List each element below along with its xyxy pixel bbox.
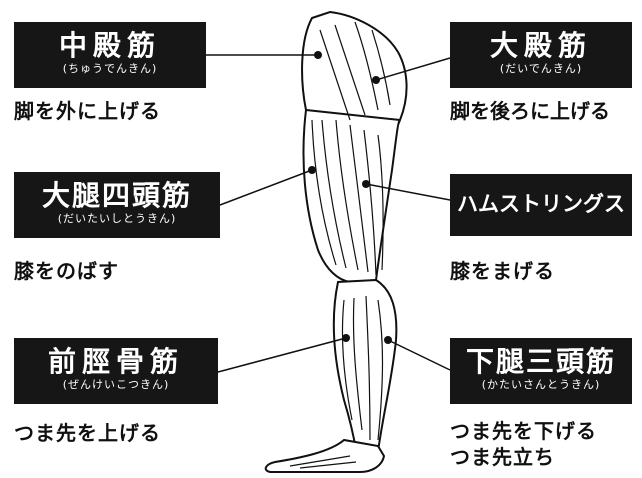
label-box-hamstrings: ハムストリングス — [450, 174, 632, 236]
muscle-reading-daitaishitoukin: (だいたいしとうきん) — [57, 212, 177, 225]
action-kataisantoukin: つま先を下げる つま先立ち — [450, 418, 597, 470]
action-text: 脚を後ろに上げる — [450, 99, 610, 123]
leader-line-zenkeikotsukin — [217, 337, 347, 373]
action-text: つま先を上げる — [14, 421, 161, 445]
muscle-reading-zenkeikotsukin: (ぜんけいこつきん) — [62, 378, 170, 391]
muscle-reading-daidenkin: (だいでんきん) — [499, 62, 583, 75]
action-text: つま先を下げる — [450, 419, 597, 443]
label-box-chudenkin: 中殿筋 (ちゅうでんきん) — [14, 22, 206, 88]
muscle-name-chudenkin: 中殿筋 — [58, 29, 161, 62]
leader-line-hamstrings — [365, 183, 451, 201]
muscle-reading-kataisantoukin: (かたいさんとうきん) — [481, 378, 601, 391]
leader-line-kataisantoukin — [387, 339, 451, 371]
action-text: 膝をのばす — [14, 259, 119, 283]
label-box-zenkeikotsukin: 前脛骨筋 (ぜんけいこつきん) — [14, 338, 218, 404]
muscle-reading-chudenkin: (ちゅうでんきん) — [62, 62, 158, 75]
action-text: 脚を外に上げる — [14, 99, 161, 123]
muscle-name-daidenkin: 大殿筋 — [489, 29, 592, 62]
label-box-kataisantoukin: 下腿三頭筋 (かたいさんとうきん) — [450, 338, 632, 404]
label-box-daidenkin: 大殿筋 (だいでんきん) — [450, 22, 632, 88]
label-box-daitaishitoukin: 大腿四頭筋 (だいたいしとうきん) — [14, 172, 220, 238]
foot — [264, 438, 386, 473]
action-daitaishitoukin: 膝をのばす — [14, 258, 119, 284]
muscle-name-daitaishitoukin: 大腿四頭筋 — [41, 179, 192, 212]
muscle-name-zenkeikotsukin: 前脛骨筋 — [47, 345, 184, 378]
action-hamstrings: 膝をまげる — [450, 258, 555, 284]
action-chudenkin: 脚を外に上げる — [14, 98, 161, 124]
leader-line-daidenkin — [375, 57, 451, 81]
muscle-name-hamstrings: ハムストリングス — [457, 192, 625, 216]
action-text: つま先立ち — [450, 445, 555, 469]
muscle-name-kataisantoukin: 下腿三頭筋 — [465, 345, 616, 378]
action-daidenkin: 脚を後ろに上げる — [450, 98, 610, 124]
leader-line-daitaishitoukin — [219, 169, 313, 206]
action-zenkeikotsukin: つま先を上げる — [14, 420, 161, 446]
action-text: 膝をまげる — [450, 259, 555, 283]
